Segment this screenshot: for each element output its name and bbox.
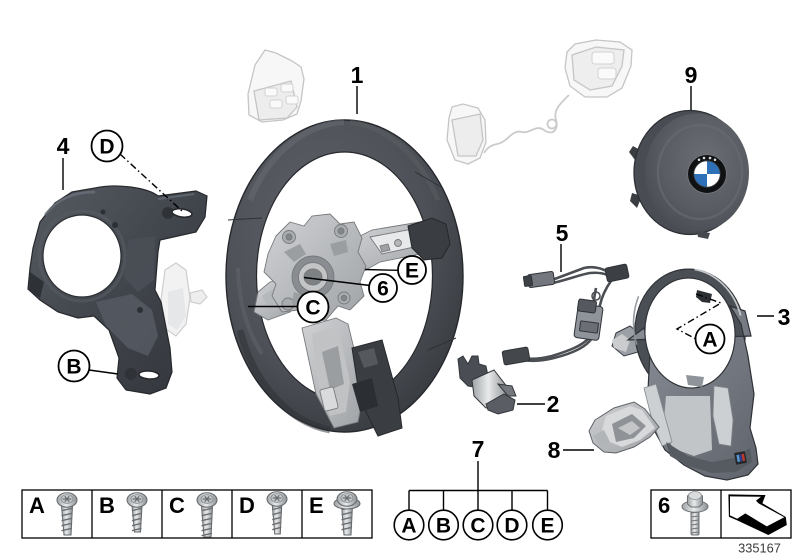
svg-text:C: C (305, 297, 320, 320)
svg-text:A: A (702, 329, 717, 352)
svg-text:4: 4 (57, 133, 70, 159)
svg-text:C: C (470, 515, 485, 538)
svg-text:E: E (309, 493, 324, 518)
svg-text:E: E (540, 515, 554, 538)
svg-text:A: A (401, 515, 416, 538)
svg-text:E: E (405, 260, 419, 283)
svg-text:D: D (99, 136, 114, 159)
svg-text:D: D (239, 493, 255, 518)
svg-text:B: B (66, 356, 81, 379)
svg-text:9: 9 (685, 62, 698, 88)
svg-text:335167: 335167 (738, 541, 781, 556)
svg-text:1: 1 (351, 62, 364, 88)
svg-text:5: 5 (556, 220, 569, 246)
svg-text:B: B (99, 493, 115, 518)
svg-text:A: A (29, 493, 45, 518)
svg-text:7: 7 (472, 436, 485, 462)
svg-text:D: D (504, 515, 519, 538)
svg-text:6: 6 (377, 278, 389, 301)
svg-text:3: 3 (778, 304, 791, 330)
svg-text:2: 2 (547, 391, 560, 417)
svg-text:8: 8 (548, 437, 561, 463)
svg-text:6: 6 (658, 493, 670, 518)
svg-text:B: B (436, 515, 451, 538)
svg-text:C: C (169, 493, 185, 518)
